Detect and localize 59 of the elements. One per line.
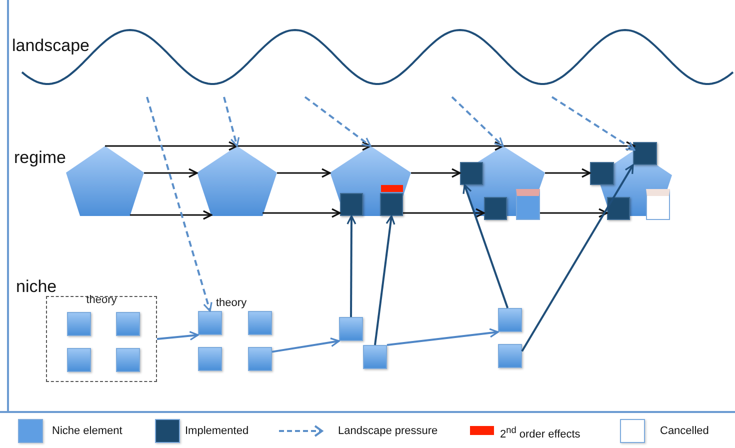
legend-label: Implemented bbox=[185, 425, 249, 437]
level-label: landscape bbox=[12, 36, 90, 56]
niche-element bbox=[67, 348, 91, 372]
niche-element bbox=[248, 347, 272, 371]
implemented-element bbox=[633, 142, 657, 165]
arrow bbox=[277, 168, 331, 178]
niche-element bbox=[363, 345, 387, 369]
affected-element bbox=[516, 189, 540, 220]
legend-label: Landscape pressure bbox=[338, 425, 438, 437]
dashed-arrow bbox=[451, 96, 504, 147]
implemented-element bbox=[340, 193, 363, 216]
arrow bbox=[144, 168, 198, 178]
niche-element bbox=[198, 347, 222, 371]
niche-element bbox=[116, 348, 140, 372]
arrow bbox=[346, 215, 356, 317]
cancelled-element bbox=[646, 189, 670, 220]
arrow bbox=[503, 141, 636, 151]
level-label: niche bbox=[16, 277, 57, 297]
niche-element bbox=[339, 317, 363, 341]
arrow bbox=[462, 184, 509, 308]
implemented-element bbox=[607, 197, 630, 220]
level-label: regime bbox=[14, 148, 66, 168]
arrow bbox=[130, 210, 212, 220]
dashed-arrow bbox=[223, 96, 240, 147]
dashed-arrow bbox=[551, 96, 636, 151]
niche-element bbox=[498, 308, 522, 332]
dashed-arrow bbox=[146, 96, 212, 312]
arrow bbox=[237, 141, 372, 151]
arrow bbox=[262, 208, 341, 218]
arrow bbox=[386, 328, 499, 346]
arrow bbox=[374, 215, 396, 346]
arrow bbox=[540, 208, 608, 218]
niche-element bbox=[248, 311, 272, 335]
arrow bbox=[105, 141, 238, 151]
regime-pentagon bbox=[330, 146, 411, 216]
arrow bbox=[370, 141, 504, 151]
niche-element bbox=[498, 344, 522, 368]
legend-label: Cancelled bbox=[660, 425, 709, 437]
arrow bbox=[272, 338, 340, 353]
arrow bbox=[411, 168, 461, 178]
niche-element bbox=[116, 312, 140, 336]
implemented-element bbox=[380, 193, 403, 216]
dashed-group-box bbox=[46, 296, 157, 382]
regime-pentagon bbox=[66, 146, 144, 216]
arrow bbox=[156, 331, 199, 341]
group-title: theory bbox=[85, 294, 118, 306]
dashed-arrow bbox=[304, 96, 372, 147]
implemented-element bbox=[460, 162, 483, 185]
niche-element bbox=[198, 311, 222, 335]
implemented-element bbox=[590, 162, 614, 185]
arrow bbox=[521, 164, 634, 352]
arrow bbox=[545, 168, 591, 178]
legend-label: Niche element bbox=[52, 425, 122, 437]
implemented-element bbox=[484, 197, 507, 220]
legend-label: 2$^{nd}$ order effects bbox=[500, 425, 580, 441]
group-title: theory bbox=[216, 297, 247, 309]
regime-pentagon bbox=[197, 146, 277, 216]
arrow bbox=[403, 208, 485, 218]
niche-element bbox=[67, 312, 91, 336]
